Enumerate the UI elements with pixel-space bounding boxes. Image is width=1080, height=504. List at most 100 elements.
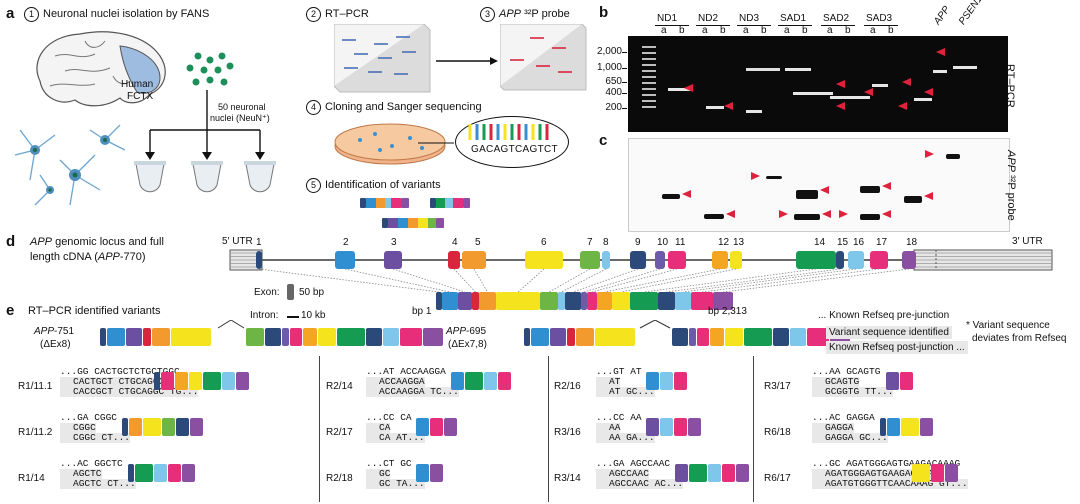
lane-sub-b: b xyxy=(888,25,894,36)
exon-number: 10 xyxy=(657,237,669,248)
variant-exon-e16 xyxy=(660,372,674,390)
step5-number: 5 xyxy=(306,178,321,193)
step3-text: ³²P probe xyxy=(521,8,570,20)
gel-arrow xyxy=(898,102,907,110)
variant-exon-bar xyxy=(675,464,750,482)
exon-number: 9 xyxy=(635,237,641,248)
variant-exon-e17 xyxy=(674,372,688,390)
iso-exon-e4 xyxy=(143,328,151,346)
ctrl-app-label: APP xyxy=(931,4,953,27)
variant-name: R6/17 xyxy=(764,473,791,484)
intron-scale-label: Intron: xyxy=(250,310,279,321)
iso-exon-e1 xyxy=(100,328,106,346)
seq-line: CGGC xyxy=(60,423,96,433)
step2-to-step3-arrow xyxy=(436,57,498,65)
gel-band xyxy=(933,70,947,73)
iso-exon-e2 xyxy=(107,328,125,346)
isoform-bar xyxy=(100,328,211,346)
iso-exon-e16 xyxy=(790,328,806,346)
variant-exon-e17 xyxy=(167,464,181,482)
seq-line: AGCTC CT... xyxy=(60,479,136,489)
exon-connector xyxy=(572,268,639,293)
variant-exon-e17 xyxy=(498,372,512,390)
lane-group-sad1: SAD1 xyxy=(780,13,807,24)
variant-exon-e16 xyxy=(708,464,722,482)
cdna-exon-3 xyxy=(458,292,472,310)
lane-group-nd1: ND1 xyxy=(657,13,678,24)
exon-number: 16 xyxy=(853,237,865,248)
ladder-tick xyxy=(622,108,627,109)
ctrl-psen1-label: PSEN1 xyxy=(956,0,985,28)
probe-band xyxy=(860,186,880,193)
divider-3 xyxy=(753,356,754,502)
seq-line: GAGGA GC... xyxy=(812,433,888,443)
iso-exon-e11 xyxy=(697,328,709,346)
gel-band xyxy=(953,66,977,69)
panel-e-title: RT–PCR identified variants xyxy=(28,305,161,317)
seq-line: AGCCAAC xyxy=(596,469,649,479)
ladder-tick xyxy=(622,93,627,94)
app751-app: APP xyxy=(34,326,55,337)
variant-exon-e14 xyxy=(134,464,153,482)
panel-c-label: c xyxy=(599,132,608,149)
lane-group-sad2: SAD2 xyxy=(823,13,850,24)
variant-exon-e16 xyxy=(153,464,167,482)
variant-exon-e2 xyxy=(646,372,660,390)
exon-number: 4 xyxy=(452,237,458,248)
gel-arrow xyxy=(836,80,845,88)
seq-line: ...GA AGCCAAC xyxy=(596,458,671,469)
gel-overlay xyxy=(642,46,977,220)
variant-exon-e18 xyxy=(181,464,195,482)
neurons-illustration xyxy=(14,124,126,206)
cdna-exon-12 xyxy=(597,292,612,310)
probe-arrow xyxy=(820,186,829,194)
step4-text: Cloning and Sanger sequencing xyxy=(325,101,482,113)
variant-exon-e7 xyxy=(162,418,175,436)
variant-exon-e2 xyxy=(451,372,465,390)
exon-16 xyxy=(848,251,864,269)
ladder-label: 400 xyxy=(605,87,622,98)
panel-b-label: b xyxy=(599,4,609,21)
exon-2 xyxy=(335,251,355,269)
variant-name: R3/16 xyxy=(554,427,581,438)
exon-number: 5 xyxy=(475,237,481,248)
variant-exon-e5 xyxy=(129,418,142,436)
legend-variant-text: Variant sequence identified xyxy=(829,327,949,338)
variant-name: R6/18 xyxy=(764,427,791,438)
probe-arrow xyxy=(822,210,831,218)
variant-icons xyxy=(360,198,470,228)
lane-group-sad3: SAD3 xyxy=(866,13,893,24)
seq-line: GAGGA xyxy=(812,423,854,433)
lane-sub-b: b xyxy=(679,25,685,36)
iso-exon-e12 xyxy=(303,328,317,346)
gel-arrow xyxy=(864,88,873,96)
variant-exon-e12 xyxy=(175,372,188,390)
gel-arrow xyxy=(836,102,845,110)
exon-8 xyxy=(602,251,610,269)
seq-line: ACCAAGGA xyxy=(366,377,425,387)
probe-band xyxy=(904,196,922,203)
app751-sub: (ΔEx8) xyxy=(40,339,71,350)
exon-connector xyxy=(473,268,488,293)
seq-line: ...AA GCAGTG xyxy=(812,366,881,377)
seq-line: CA xyxy=(366,423,391,433)
variant-exon-e18 xyxy=(945,464,958,482)
exon-number: 2 xyxy=(343,237,349,248)
iso-exon-e15 xyxy=(366,328,382,346)
panel-e-label: e xyxy=(6,302,15,319)
exon-17 xyxy=(870,251,888,269)
note-line-1: * Variant sequence xyxy=(966,320,1050,331)
exon-number: 12 xyxy=(718,237,730,248)
seq-line: ...AC GAGGA xyxy=(812,412,875,423)
seq-line: ACCAAGGA TC... xyxy=(366,387,459,397)
seq-line: ...AC GGCTC xyxy=(60,458,123,469)
variant-name: R2/18 xyxy=(326,473,353,484)
variant-exon-e18 xyxy=(236,372,249,390)
gel-arrow xyxy=(936,48,945,56)
iso-exon-e10 xyxy=(282,328,289,346)
panel-d-title-text: genomic locus and full xyxy=(52,236,164,248)
